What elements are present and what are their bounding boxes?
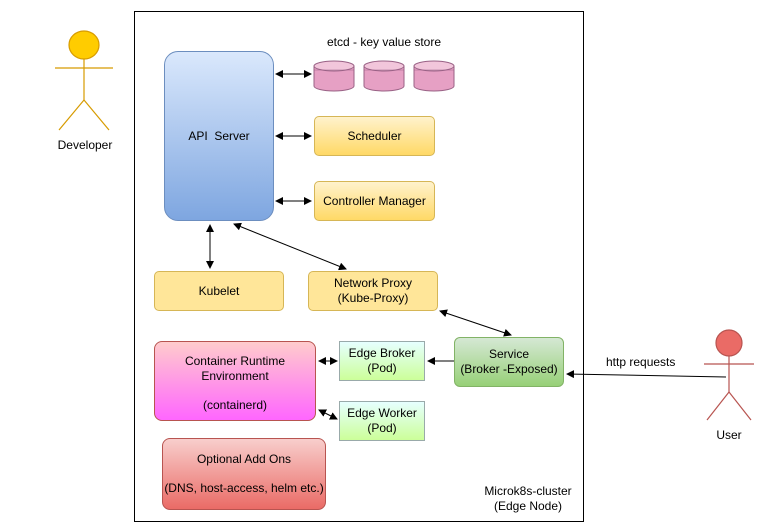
container-runtime-line1: Container Runtime bbox=[184, 354, 286, 368]
edge-worker-node[interactable]: Edge Worker (Pod) bbox=[339, 401, 425, 441]
service-node[interactable]: Service (Broker -Exposed) bbox=[454, 337, 564, 387]
cluster-label: Microk8s-cluster (Edge Node) bbox=[478, 484, 578, 514]
scheduler-label: Scheduler bbox=[347, 128, 402, 143]
http-requests-label: http requests bbox=[606, 355, 676, 369]
edge-broker-node[interactable]: Edge Broker (Pod) bbox=[339, 341, 425, 381]
kubelet-label: Kubelet bbox=[198, 283, 240, 298]
container-runtime-line3: (containerd) bbox=[202, 398, 268, 412]
controller-manager-node[interactable]: Controller Manager bbox=[314, 181, 435, 221]
edge-broker-line1: Edge Broker bbox=[348, 346, 416, 360]
developer-label: Developer bbox=[57, 138, 113, 152]
user-label: User bbox=[716, 428, 742, 442]
developer-icon bbox=[55, 30, 113, 131]
scheduler-node[interactable]: Scheduler bbox=[314, 116, 435, 156]
edge-worker-line1: Edge Worker bbox=[347, 406, 417, 420]
optional-addons-node[interactable]: Optional Add Ons (DNS, host-access, helm… bbox=[162, 438, 326, 510]
api-server-node[interactable]: API Server bbox=[164, 51, 274, 221]
cluster-label-line1: Microk8s-cluster bbox=[484, 484, 572, 498]
kubelet-node[interactable]: Kubelet bbox=[154, 271, 284, 311]
network-proxy-line1: Network Proxy bbox=[333, 276, 413, 290]
edge-broker-line2: (Pod) bbox=[367, 361, 397, 375]
addons-line1: Optional Add Ons bbox=[196, 452, 292, 466]
network-proxy-node[interactable]: Network Proxy (Kube-Proxy) bbox=[308, 271, 438, 311]
database-cylinder-icon bbox=[313, 60, 355, 92]
etcd-label: etcd - key value store bbox=[326, 35, 442, 49]
service-line2: (Broker -Exposed) bbox=[460, 362, 558, 376]
network-proxy-line2: (Kube-Proxy) bbox=[337, 291, 409, 305]
edge-worker-line2: (Pod) bbox=[367, 421, 397, 435]
controller-manager-label: Controller Manager bbox=[323, 193, 426, 208]
container-runtime-line2: Environment bbox=[201, 369, 269, 383]
service-line1: Service bbox=[488, 347, 529, 361]
cluster-label-line2: (Edge Node) bbox=[493, 499, 563, 513]
api-server-label: API Server bbox=[188, 128, 250, 143]
user-icon bbox=[704, 329, 754, 421]
cluster-boundary bbox=[134, 11, 584, 522]
addons-line2: (DNS, host-access, helm etc.) bbox=[164, 481, 324, 495]
database-cylinder-icon bbox=[413, 60, 455, 92]
database-cylinder-icon bbox=[363, 60, 405, 92]
container-runtime-node[interactable]: Container Runtime Environment (container… bbox=[154, 341, 316, 421]
